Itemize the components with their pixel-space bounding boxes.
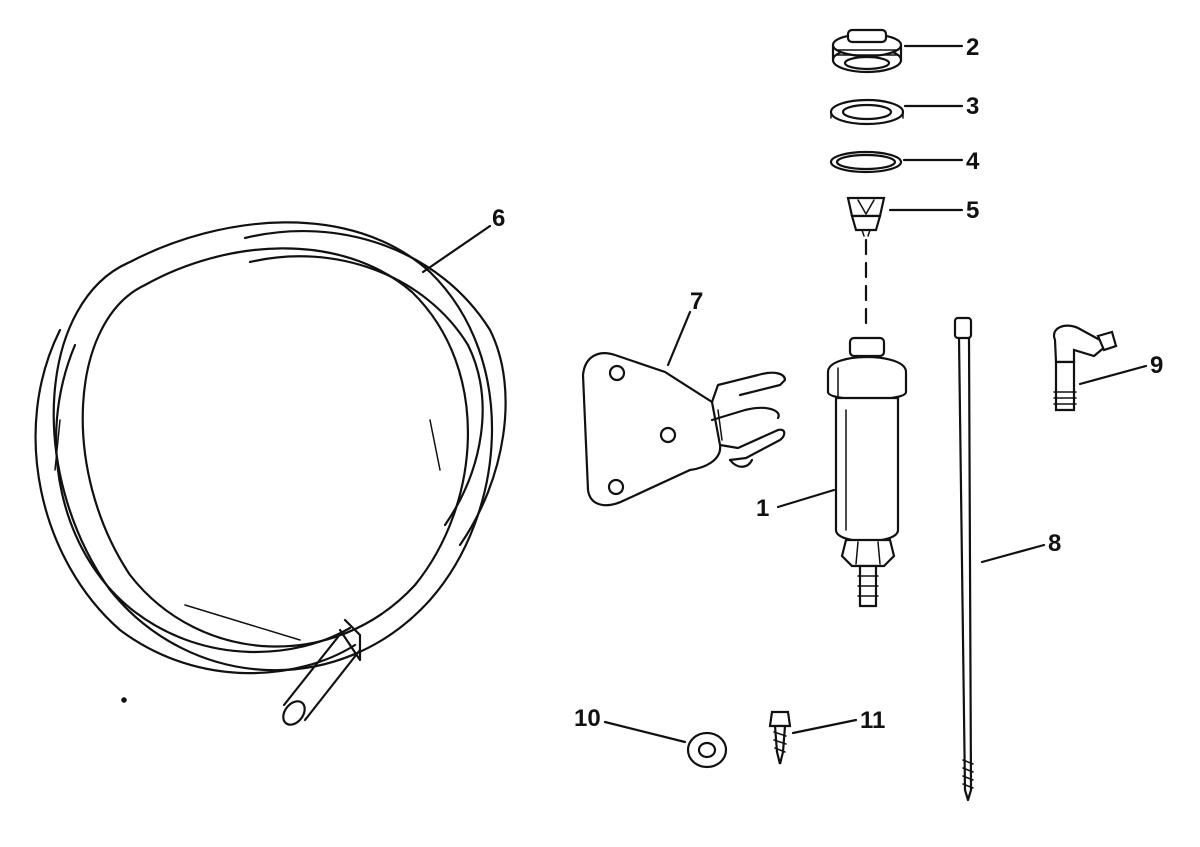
callout-10: 10 [574, 705, 601, 732]
mounting-bracket-part [581, 352, 787, 507]
leader-lines [421, 44, 1148, 744]
callout-7: 7 [690, 288, 703, 315]
callout-11: 11 [860, 707, 885, 734]
callout-3: 3 [966, 93, 979, 120]
callout-1: 1 [756, 495, 769, 522]
ring-part [829, 98, 905, 126]
callout-4: 4 [966, 148, 980, 175]
callout-8: 8 [1048, 530, 1061, 557]
speck-mark [121, 697, 127, 703]
screw-part [768, 710, 792, 765]
callout-labels: 2 3 4 5 6 7 1 8 9 10 11 [492, 34, 1163, 734]
callout-6: 6 [492, 205, 505, 232]
callout-2: 2 [966, 34, 979, 61]
cap-part [831, 28, 903, 74]
cable-tie-part [953, 316, 974, 802]
elbow-fitting-part [1052, 324, 1118, 412]
washer-part [686, 731, 728, 769]
fuel-filter-part [826, 336, 908, 608]
hose-coil-part [34, 221, 507, 726]
callout-5: 5 [966, 197, 979, 224]
gasket-part [829, 150, 903, 174]
callout-9: 9 [1150, 352, 1163, 379]
valve-element-part [846, 196, 886, 237]
